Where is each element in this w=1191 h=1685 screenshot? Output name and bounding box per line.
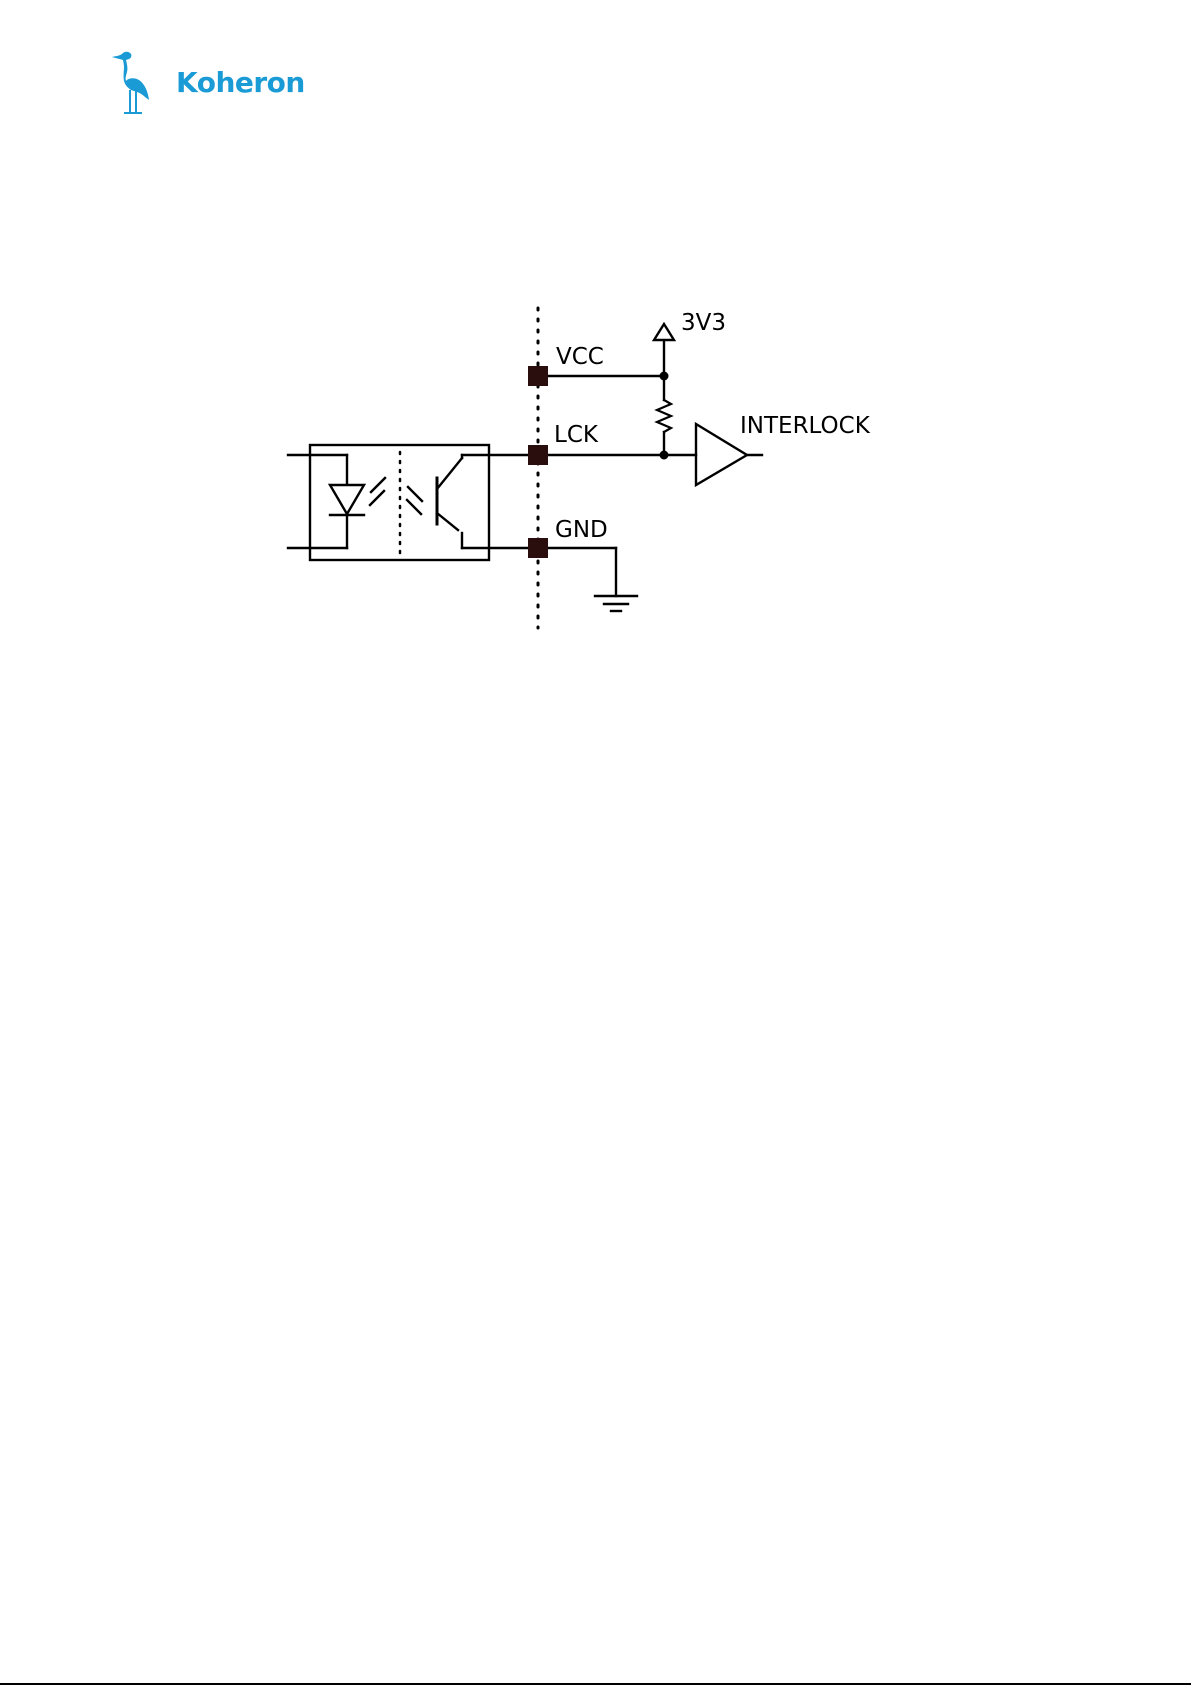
vcc-label: VCC	[556, 344, 604, 370]
gnd-label: GND	[555, 517, 608, 543]
led-icon	[330, 485, 364, 514]
supply-label: 3V3	[681, 310, 726, 336]
interlock-schematic: VCC LCK GND 3V3 INTERLOCK	[0, 0, 1191, 700]
junction-dot	[660, 451, 669, 460]
supply-arrow-icon	[654, 324, 674, 340]
lck-label: LCK	[554, 422, 599, 448]
vcc-pad	[528, 366, 548, 386]
pullup-resistor	[657, 400, 671, 432]
junction-dot	[660, 372, 669, 381]
interlock-label: INTERLOCK	[740, 413, 871, 439]
lck-pad	[528, 445, 548, 465]
gnd-pad	[528, 538, 548, 558]
